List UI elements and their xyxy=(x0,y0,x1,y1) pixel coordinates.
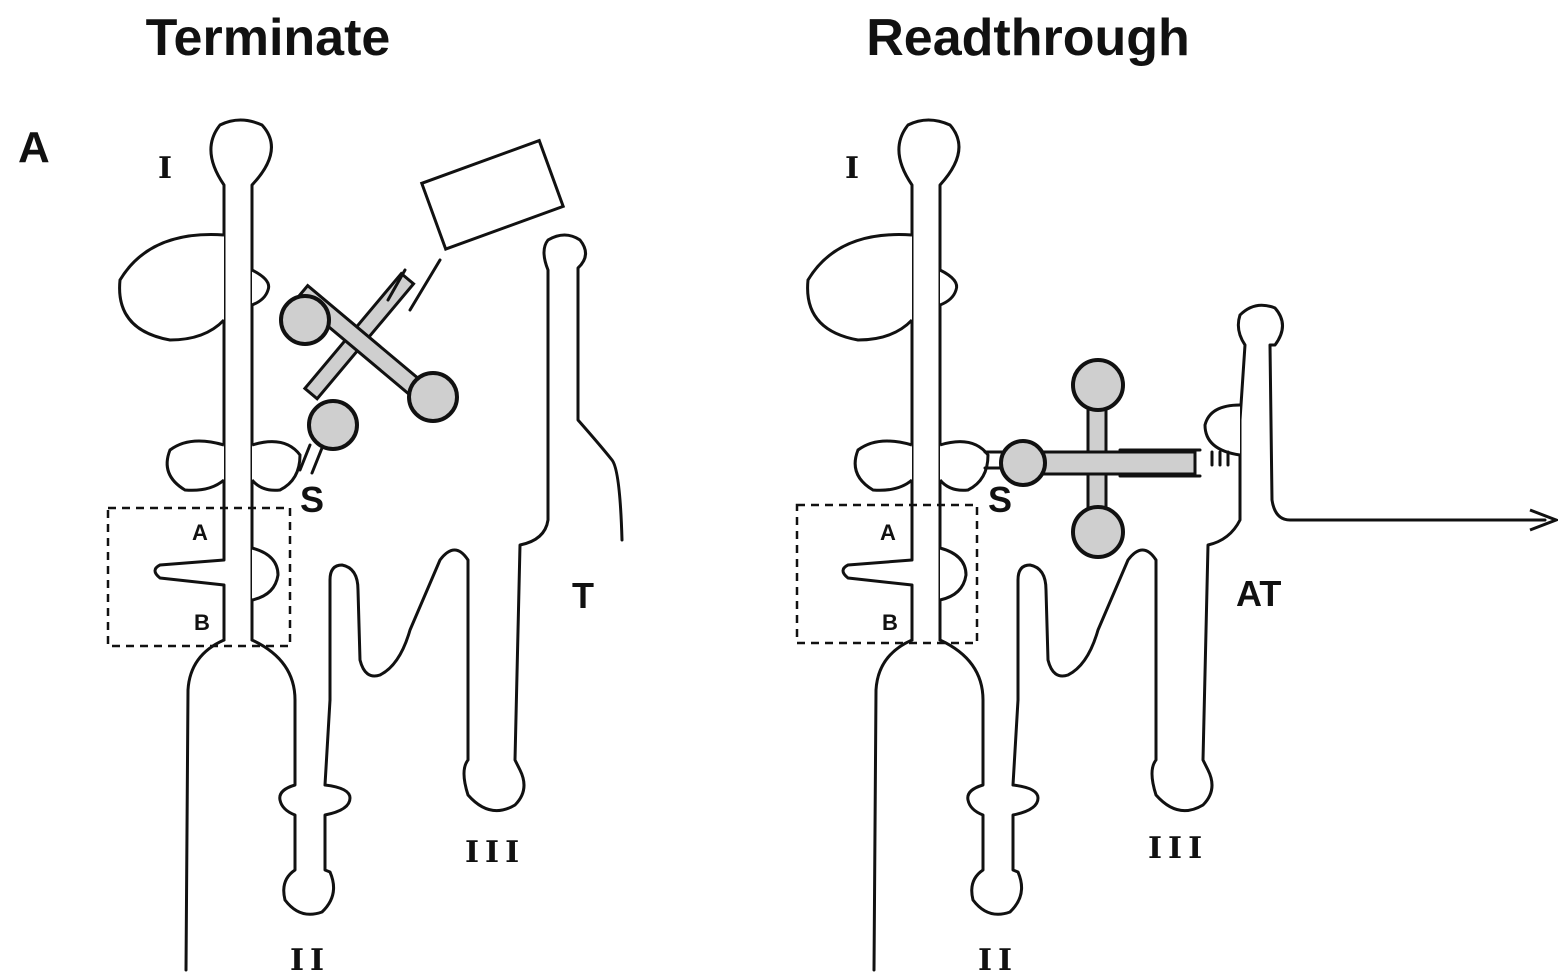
right-stem-II-label: II xyxy=(978,943,1018,976)
left-stem-I-bulge xyxy=(118,233,226,342)
right-stem-III-label: III xyxy=(1148,831,1208,866)
left-stem-I-label: I xyxy=(158,151,178,186)
right-trna-d-loop xyxy=(1071,358,1125,412)
left-specifier-loop-outer xyxy=(165,439,225,492)
title-readthrough: Readthrough xyxy=(866,9,1190,67)
left-trna xyxy=(279,138,566,475)
right-antiterminator-label: AT xyxy=(1236,573,1281,614)
right-box-bulge xyxy=(939,546,968,602)
right-box-B-label: B xyxy=(882,610,898,635)
left-specifier-label: S xyxy=(300,479,324,520)
left-specifier-loop xyxy=(250,440,302,492)
right-trna-anticodon-loop xyxy=(1071,505,1125,559)
left-panel: A B S T I III II xyxy=(106,118,624,976)
right-specifier-label: S xyxy=(988,479,1012,520)
right-5prime-strand xyxy=(872,638,914,972)
left-ab-box xyxy=(106,506,292,648)
left-box-A-label: A xyxy=(192,520,208,545)
left-amino-acid-box xyxy=(419,138,566,252)
left-5prime-strand xyxy=(184,638,226,972)
right-trna-t-loop xyxy=(999,439,1047,487)
right-readthrough-arrow xyxy=(1529,508,1558,532)
right-stem-I-label: I xyxy=(845,151,865,186)
right-ab-box xyxy=(795,503,979,645)
left-stem-II-label: II xyxy=(290,943,330,976)
right-specifier-loop-outer xyxy=(853,439,913,492)
right-stems-II-III-AT xyxy=(938,303,1547,916)
title-terminate: Terminate xyxy=(146,9,391,67)
left-stem-III-label: III xyxy=(465,835,525,870)
right-stem-I-bulge xyxy=(806,233,914,342)
right-box-A-label: A xyxy=(880,520,896,545)
left-trna-d-loop xyxy=(279,294,331,346)
right-antiterminator-bulge xyxy=(1203,403,1241,457)
left-terminator-label: T xyxy=(572,575,594,616)
right-specifier-loop xyxy=(938,440,990,492)
left-box-B-label: B xyxy=(194,610,210,635)
left-stem-I-small-bulge xyxy=(251,268,271,307)
left-box-bulge xyxy=(251,546,280,602)
right-panel: A B S AT I III II xyxy=(795,118,1558,976)
right-stem-I xyxy=(841,118,961,642)
left-trna-t-loop xyxy=(407,371,459,423)
left-stem-I xyxy=(153,118,273,642)
panel-label: A xyxy=(18,123,50,172)
right-stem-I-small-bulge xyxy=(939,268,959,307)
right-trna xyxy=(983,358,1230,559)
left-trna-anticodon-loop xyxy=(307,399,359,451)
left-stems-II-III-T xyxy=(250,233,624,916)
